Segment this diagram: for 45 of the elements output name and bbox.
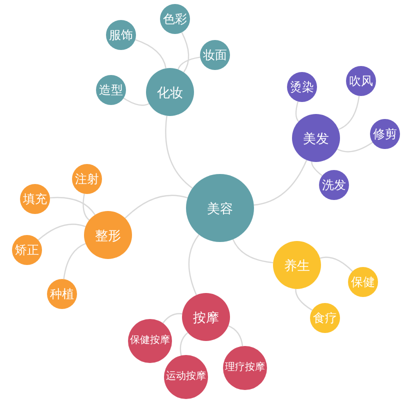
category-bubble: 化妆	[146, 68, 194, 116]
connector-line	[38, 224, 86, 241]
category-bubble: 按摩	[182, 293, 230, 341]
connector-line	[165, 116, 193, 189]
connector-line	[123, 98, 150, 106]
connector-line	[135, 39, 166, 68]
topic-bubble: 烫染	[287, 72, 317, 102]
topic-bubble: 服饰	[106, 20, 136, 50]
topic-bubble: 保健按摩	[128, 319, 172, 363]
connector-line	[338, 96, 360, 130]
topic-bubble: 吹风	[346, 66, 376, 96]
connector-line	[254, 160, 308, 206]
topic-bubble: 色彩	[160, 4, 190, 34]
connector-line	[162, 313, 182, 324]
topic-bubble: 运动按摩	[164, 355, 208, 399]
category-bubble: 养生	[273, 241, 321, 289]
connector-line	[124, 194, 188, 219]
connector-line	[320, 256, 353, 272]
connector-line	[311, 162, 323, 176]
topic-bubble: 矫正	[12, 235, 42, 265]
connector-line	[295, 101, 300, 122]
topic-bubble: 食疗	[310, 303, 340, 333]
connector-line	[82, 194, 90, 221]
connector-line	[232, 239, 274, 264]
topic-bubble: 填充	[20, 184, 50, 214]
root-bubble: 美容	[186, 174, 254, 242]
topic-bubble: 造型	[96, 75, 126, 105]
connector-line	[63, 243, 86, 280]
topic-bubble: 洗发	[319, 170, 349, 200]
connector-line	[180, 332, 188, 356]
topic-bubble: 保健	[348, 267, 378, 297]
category-bubble: 美发	[292, 114, 340, 162]
topic-bubble: 修剪	[370, 119, 400, 149]
connector-line	[181, 32, 190, 73]
connector-line	[295, 289, 313, 311]
connector-line	[188, 234, 200, 296]
connector-line	[178, 56, 200, 70]
topic-bubble: 种植	[47, 279, 77, 309]
connector-line	[50, 196, 96, 216]
topic-bubble: 注射	[72, 164, 102, 194]
category-bubble: 整形	[84, 211, 132, 259]
connector-line	[337, 142, 373, 152]
topic-bubble: 理疗按摩	[223, 346, 267, 390]
topic-bubble: 妆面	[200, 40, 230, 70]
connector-line	[228, 325, 244, 346]
